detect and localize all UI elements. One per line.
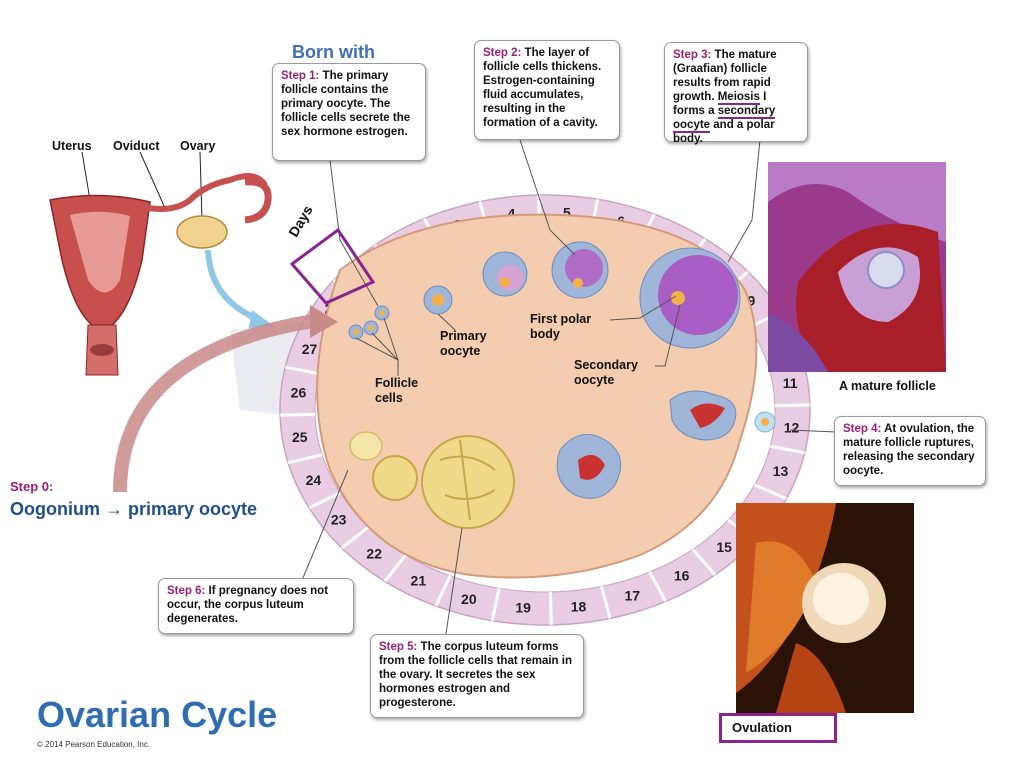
step3-text-a: The [714,49,739,61]
day-separator [490,588,501,622]
step3-label: Step 3: [673,49,712,61]
day-separator [648,571,667,603]
step0-label: Step 0: [10,479,54,494]
step1-box: Step 1: The primary follicle contains th… [272,63,426,161]
corpus-luteum [421,435,515,529]
first-polar-body-label: First polar body [530,312,592,341]
step1-bold: primary follicle [281,70,389,96]
step3-text-b: results from rapid growth. [673,77,771,103]
ovary-shape [176,215,228,249]
primary-oocyte-text: primary oocyte [128,499,258,519]
born-with-label: Born with [292,42,375,62]
day-separator [600,586,612,619]
oogonium-text: Oogonium [10,499,100,519]
step3-box: Step 3: The mature (Graafian) follicle r… [664,42,808,145]
day-separator [308,491,341,510]
step3-text-d: and a polar body. [673,119,775,145]
day-number-5: 5 [563,204,571,220]
step5-bold: corpus luteum [444,641,524,653]
day-number-22: 22 [366,546,382,562]
day-separator [770,444,805,455]
day-separator [753,483,788,501]
step1-text-a: The [322,70,347,82]
day-number-15: 15 [716,539,732,555]
day-separator [340,525,370,550]
day-number-23: 23 [331,512,347,528]
ovary-label: Ovary [180,139,216,153]
day-number-12: 12 [784,420,800,436]
step3-text-c: I forms a [673,91,767,117]
day-number-11: 11 [783,375,798,391]
day-number-18: 18 [571,599,587,615]
step5-label: Step 5: [379,641,418,653]
day-separator [285,365,320,376]
day-number-4: 4 [508,205,516,221]
step6-text: If pregnancy does not occur, the corpus … [167,585,329,625]
day-number-13: 13 [773,463,789,479]
day-number-21: 21 [411,573,427,589]
ovulation-caption: Ovulation [719,713,837,743]
follicle-cells-label: Follicle cells [375,376,419,405]
day-separator [691,548,717,576]
copyright: © 2014 Pearson Education, Inc. [37,740,151,749]
step2-box: Step 2: The layer of follicle cells thic… [474,40,620,140]
step0-arrow: → [105,499,123,519]
day-number-9: 9 [747,292,755,308]
uterus-label: Uterus [52,139,92,153]
ovulation-photo [736,503,914,713]
step2-text: The layer of follicle cells thickens. Es… [483,47,602,129]
step5-box: Step 5: The corpus luteum forms from the… [370,634,584,718]
page-title: Ovarian Cycle [37,694,278,735]
day-number-25: 25 [292,429,308,445]
step3-secondary-oocyte: secondary oocyte [673,105,776,133]
step2-label: Step 2: [483,47,522,59]
mature-follicle-caption: A mature follicle [839,379,936,393]
day-separator [383,554,408,583]
mature-follicle-photo [768,162,946,372]
oviduct-label: Oviduct [113,139,160,153]
day-number-27: 27 [302,341,318,357]
step4-label: Step 4: [843,423,882,435]
day-separator [287,453,323,465]
step4-text: At ovulation, the mature follicle ruptur… [843,423,975,477]
day-number-20: 20 [461,591,477,607]
day-number-17: 17 [624,588,640,604]
step6-box: Step 6: If pregnancy does not occur, the… [158,578,354,634]
step6-label: Step 6: [167,585,206,597]
step1-text-b: contains the primary oocyte. The follicl… [281,84,411,138]
step5-text-a: The [420,641,445,653]
step5-text-b: forms from the follicle cells that remai… [379,641,572,709]
secondary-oocyte-label: Secondary oocyte [574,358,638,387]
step0-text: Oogonium → primary oocyte [10,499,257,520]
day-number-26: 26 [291,384,307,400]
day-separator [280,412,316,417]
primary-oocyte-label: Primary oocyte [440,329,487,358]
day-separator [774,403,810,408]
step3-bold: mature (Graafian) follicle [673,49,777,75]
day-number-16: 16 [674,568,690,584]
step1-label: Step 1: [281,70,320,82]
day-number-19: 19 [515,600,531,616]
uterus-illustration [49,151,274,376]
day-number-24: 24 [306,472,322,488]
step4-box: Step 4: At ovulation, the mature follicl… [834,416,986,486]
day-separator [434,575,452,607]
step3-meiosis: Meiosis [717,91,760,105]
day-separator [548,591,553,625]
